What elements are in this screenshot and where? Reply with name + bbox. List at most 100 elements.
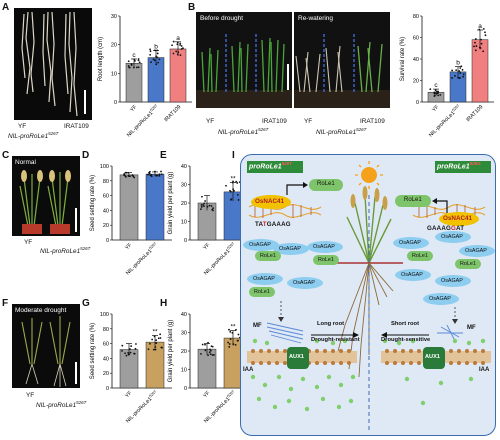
panel-label-d: D (82, 150, 90, 161)
data-point (156, 52, 159, 55)
panel-label-i: I (232, 150, 235, 161)
moderate-drought-label: Moderate drought (15, 307, 67, 314)
data-point (237, 333, 240, 336)
osnac41-right-label: OsNAC41 (443, 215, 473, 222)
data-point (455, 69, 458, 72)
data-point (123, 174, 125, 176)
data-point (230, 198, 233, 200)
data-point (210, 205, 213, 207)
agap-label: OsAGAP (249, 242, 271, 248)
data-point (429, 88, 432, 91)
y-tick-label: 10 (181, 368, 187, 374)
data-point (149, 48, 151, 51)
y-tick-label: 10 (111, 71, 117, 77)
data-point (158, 174, 161, 177)
data-point (433, 92, 436, 95)
data-point (179, 42, 182, 45)
data-point (474, 41, 476, 44)
agap-label: OsAGAP (313, 244, 335, 250)
y-tick-label: 10 (181, 220, 187, 226)
y-tick-label: 0 (416, 100, 419, 106)
data-point (461, 68, 464, 71)
data-point (211, 345, 214, 348)
category-label: IRAT109 (163, 104, 182, 123)
photo-c-caption-yf: YF (24, 239, 33, 246)
data-point (228, 345, 231, 348)
data-point (160, 173, 163, 176)
data-point (179, 54, 182, 56)
agap-label: OsAGAP (279, 246, 301, 252)
data-point (172, 52, 175, 55)
data-point (203, 205, 205, 208)
data-point (234, 343, 237, 346)
data-point (150, 61, 152, 64)
role1-small-label: RoLe1 (260, 253, 276, 259)
data-point (451, 69, 454, 72)
mf-right-label: MF (467, 325, 476, 331)
category-superscript: 526T (149, 103, 158, 112)
data-point (160, 170, 162, 173)
y-tick-label: 0 (106, 238, 109, 244)
data-point (124, 352, 126, 355)
data-point (152, 58, 155, 61)
data-point (439, 94, 442, 96)
category-label: YF (431, 104, 441, 114)
y-tick-label: 0 (184, 386, 187, 392)
root-photo-a (14, 8, 92, 120)
role1-small-label: RoLe1 (460, 261, 476, 267)
data-point (151, 338, 154, 341)
data-point (459, 67, 462, 69)
y-tick-label: 20 (413, 79, 419, 85)
grain-yield-normal-chart: Grain yield per plant (g)010203040YF**NI… (168, 164, 250, 276)
motif-left: TATGAAAG (255, 221, 291, 228)
re-watering-label: Re-watering (298, 15, 334, 22)
agap-label: OsAGAP (441, 278, 463, 284)
category-label: YF (129, 104, 139, 114)
data-point (137, 66, 140, 69)
data-point (201, 343, 204, 346)
y-tick-label: 40 (181, 312, 187, 318)
data-point (147, 173, 149, 176)
data-point (207, 341, 209, 344)
y-axis-label: Root length (cm) (98, 37, 104, 81)
y-tick-label: 0 (114, 100, 117, 106)
data-point (436, 90, 439, 93)
data-point (133, 352, 135, 355)
data-point (138, 61, 141, 64)
data-point (204, 200, 207, 202)
data-point (473, 45, 475, 48)
data-point (230, 190, 232, 193)
role1-left-label: RoLe1 (317, 181, 335, 187)
normal-label: Normal (15, 159, 36, 166)
y-axis-label: Grain yield per plant (g) (168, 320, 174, 383)
bar (145, 173, 165, 241)
y-tick-label: 20 (103, 223, 109, 229)
data-point (157, 61, 159, 64)
y-tick-label: 60 (413, 36, 419, 42)
model-frame: proRoLe1526T proRoLe1526G OsNAC41 OsNAC4… (240, 154, 496, 436)
data-point (152, 348, 155, 351)
data-point (156, 174, 159, 177)
bar (125, 63, 143, 103)
data-point (133, 176, 136, 179)
data-point (457, 76, 459, 79)
data-point (149, 50, 152, 53)
data-point (229, 330, 232, 333)
data-point (229, 338, 232, 340)
data-point (200, 206, 203, 208)
data-point (212, 354, 215, 356)
data-point (154, 348, 157, 351)
osnac41-left-label: OsNAC41 (255, 198, 285, 205)
data-point (459, 72, 462, 74)
y-axis-label: Seed setting rate (%) (90, 175, 96, 231)
seedling-illustration (196, 34, 292, 108)
data-point (454, 74, 456, 77)
agap-label: OsAGAP (465, 248, 487, 254)
data-point (134, 347, 137, 350)
photo-b2-caption-irat: IRAT109 (360, 118, 385, 125)
data-point (127, 60, 130, 63)
data-point (129, 351, 132, 354)
data-point (127, 64, 130, 67)
data-point (161, 346, 163, 349)
data-point (228, 343, 231, 345)
